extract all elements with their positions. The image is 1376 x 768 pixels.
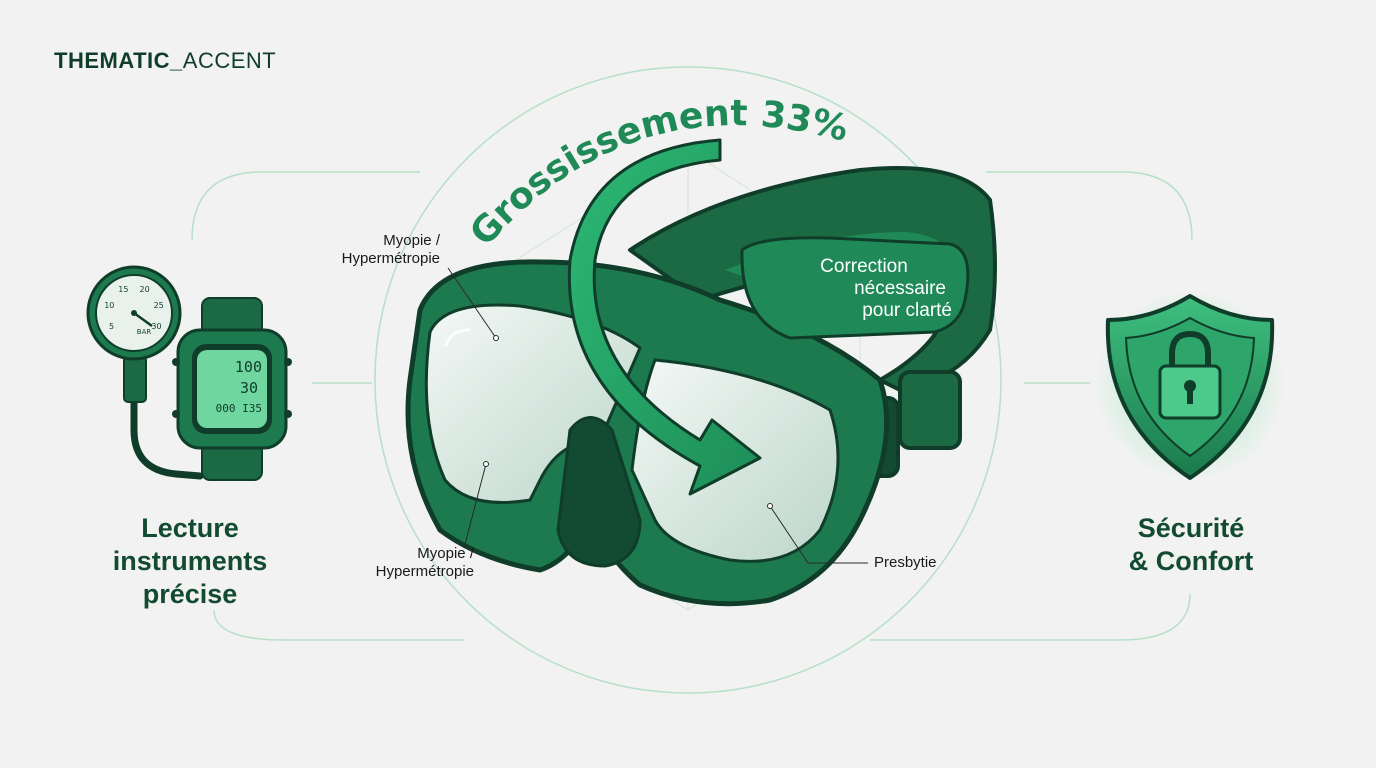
gauge-tick-label: 20 [140, 285, 150, 294]
left-caption-line1: Lecture [141, 513, 239, 543]
label-myopia-top-line1: Myopie / [383, 232, 440, 249]
correction-badge-text: Correction nécessaire pour clarté [762, 256, 952, 322]
gauge-tick-label: 10 [104, 301, 114, 310]
badge-line-3: pour clarté [862, 300, 952, 321]
gauge-tick-label: 25 [154, 301, 164, 310]
brand-bold: THEMATIC_ [54, 48, 183, 73]
gauge-tick-label: 30 [151, 322, 161, 331]
brand-logo: THEMATIC_ACCENT [54, 48, 276, 74]
badge-line-1: Correction [820, 256, 908, 277]
leader-lines [447, 267, 868, 564]
watch-line2: 30 [240, 379, 258, 397]
right-caption-line2: & Confort [1128, 546, 1254, 576]
label-myopia-bottom-line2: Hypermétropie [375, 563, 474, 580]
correction-badge [740, 236, 970, 340]
label-myopia-bottom: Myopie / Hypermétropie [334, 545, 474, 581]
watch-line1: 100 [235, 358, 262, 376]
label-presbyopia: Presbytie [874, 554, 937, 571]
curved-arrow-icon [567, 138, 762, 496]
gauge-unit: BAR [137, 328, 152, 336]
watch-line3: 000 I35 [216, 402, 262, 415]
left-caption: Lecture instruments précise [70, 512, 310, 611]
badge-line-2: nécessaire [854, 278, 946, 299]
gauge-tick-label: 5 [109, 322, 114, 331]
left-caption-line2: instruments [112, 546, 268, 576]
shield-padlock-icon [1095, 290, 1285, 480]
right-caption-line1: Sécurité [1137, 513, 1245, 543]
right-caption: Sécurité & Confort [1086, 512, 1296, 578]
label-myopia-top: Myopie / Hypermétropie [300, 232, 440, 268]
label-myopia-top-line2: Hypermétropie [341, 250, 440, 267]
left-caption-line3: précise [142, 579, 238, 609]
label-myopia-bottom-line1: Myopie / [417, 545, 474, 562]
connector-lines [191, 66, 1193, 694]
brand-light: ACCENT [182, 48, 277, 73]
gauge-tick-label: 15 [118, 285, 128, 294]
